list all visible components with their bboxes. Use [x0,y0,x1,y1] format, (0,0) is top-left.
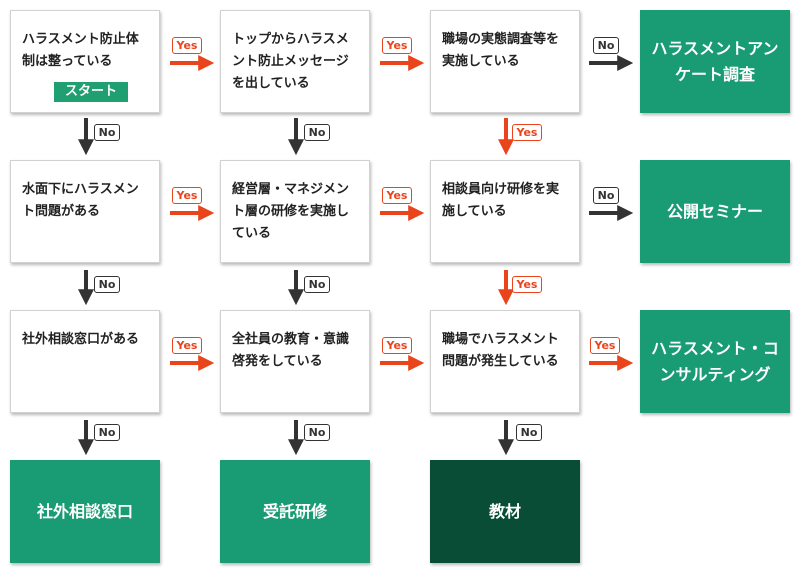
yes-label-q7-q8: Yes [172,337,202,354]
result-4-line1: 社外相談窓口 [36,501,133,521]
question-box-7: 社外相談窓口がある [10,310,160,413]
question-7-line1: 社外相談窓口がある [22,332,140,347]
no-label-q7-r4: No [94,424,120,441]
no-label-q3-r1: No [593,37,619,54]
question-6-line2: 施している [442,204,507,219]
question-2-line3: を出している [232,76,310,91]
question-3-line1: 職場の実態調査等を [442,32,560,47]
no-label-q8-r5: No [304,424,330,441]
no-label-q5-q8: No [304,276,330,293]
result-external-consultation: 社外相談窓口 [10,460,160,563]
result-2-line1: 公開セミナー [666,201,763,221]
question-box-4: 水面下にハラスメン ト問題がある [10,160,160,263]
question-2-line2: ント防止メッセージ [232,54,349,69]
question-6-line1: 相談員向け研修を実 [442,182,560,197]
yes-label-q2-q3: Yes [382,37,412,54]
no-label-q4-q7: No [94,276,120,293]
no-label-q6-r2: No [593,187,619,204]
yes-label-q3-q6: Yes [512,124,542,141]
question-box-1: ハラスメント防止体 制は整っている スタート [10,10,160,113]
question-4-line1: 水面下にハラスメン [22,182,139,197]
question-2-line1: トップからハラスメ [232,32,349,47]
question-box-3: 職場の実態調査等を 実施している [430,10,580,113]
result-public-seminar: 公開セミナー [640,160,790,263]
question-box-9: 職場でハラスメント 問題が発生している [430,310,580,413]
result-1-line1: ハラスメントアン [651,38,779,58]
question-5-line3: ている [232,226,272,241]
yes-label-q6-q9: Yes [512,276,542,293]
question-box-6: 相談員向け研修を実 施している [430,160,580,263]
question-5-line2: ト層の研修を実施し [232,204,350,219]
result-teaching-materials: 教材 [430,460,580,563]
yes-label-q5-q6: Yes [382,187,412,204]
question-8-line2: 啓発をしている [232,354,323,369]
question-5-line1: 経営層・マネジメン [232,182,350,197]
question-box-2: トップからハラスメ ント防止メッセージ を出している [220,10,370,113]
result-harassment-survey: ハラスメントアン ケート調査 [640,10,790,113]
question-box-5: 経営層・マネジメン ト層の研修を実施し ている [220,160,370,263]
result-harassment-consulting: ハラスメント・コ ンサルティング [640,310,790,413]
yes-label-q9-r3: Yes [590,337,620,354]
question-9-line2: 問題が発生している [442,354,559,369]
no-label-q2-q5: No [304,124,330,141]
start-badge: スタート [54,82,128,102]
yes-label-q4-q5: Yes [172,187,202,204]
result-6-line1: 教材 [488,501,521,521]
question-8-line1: 全社員の教育・意識 [232,332,350,347]
question-1-line1: ハラスメント防止体 [22,32,139,47]
question-3-line2: 実施している [442,54,520,69]
result-3-line1: ハラスメント・コ [651,338,779,358]
yes-label-q1-q2: Yes [172,37,202,54]
no-label-q1-q4: No [94,124,120,141]
result-5-line1: 受託研修 [262,501,327,521]
result-3-line2: ンサルティング [659,364,771,384]
yes-label-q8-q9: Yes [382,337,412,354]
no-label-q9-r6: No [516,424,542,441]
question-4-line2: ト問題がある [22,204,101,219]
result-1-line2: ケート調査 [674,64,755,84]
result-contract-training: 受託研修 [220,460,370,563]
question-9-line1: 職場でハラスメント [442,332,559,347]
question-box-8: 全社員の教育・意識 啓発をしている [220,310,370,413]
question-1-line2: 制は整っている [22,54,113,69]
